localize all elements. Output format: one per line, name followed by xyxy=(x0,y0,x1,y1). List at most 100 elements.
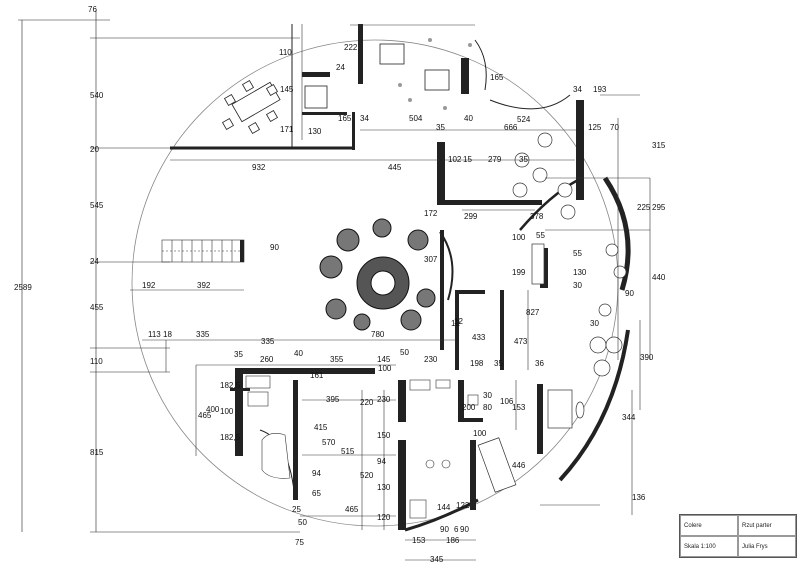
svg-text:222: 222 xyxy=(344,43,358,52)
svg-text:171: 171 xyxy=(280,125,294,134)
svg-text:34: 34 xyxy=(573,85,582,94)
svg-text:415: 415 xyxy=(314,423,328,432)
svg-text:198: 198 xyxy=(470,359,484,368)
svg-text:136: 136 xyxy=(632,493,646,502)
svg-text:780: 780 xyxy=(371,330,385,339)
svg-text:446: 446 xyxy=(512,461,526,470)
svg-text:378: 378 xyxy=(530,212,544,221)
staircase xyxy=(161,239,245,263)
svg-text:24: 24 xyxy=(90,257,99,266)
svg-text:220: 220 xyxy=(360,398,374,407)
svg-text:165: 165 xyxy=(338,114,352,123)
svg-text:35: 35 xyxy=(234,350,243,359)
svg-text:40: 40 xyxy=(464,114,473,123)
svg-text:50: 50 xyxy=(298,518,307,527)
svg-text:130: 130 xyxy=(308,127,322,136)
svg-text:260: 260 xyxy=(260,355,274,364)
svg-text:165: 165 xyxy=(490,73,504,82)
svg-text:545: 545 xyxy=(90,201,104,210)
walls xyxy=(170,24,584,530)
svg-text:345: 345 xyxy=(430,555,444,564)
svg-text:94: 94 xyxy=(377,457,386,466)
svg-text:130: 130 xyxy=(377,483,391,492)
svg-text:94: 94 xyxy=(312,469,321,478)
svg-text:400: 400 xyxy=(206,405,220,414)
svg-text:80: 80 xyxy=(483,403,492,412)
svg-text:192: 192 xyxy=(142,281,156,290)
svg-text:433: 433 xyxy=(472,333,486,342)
svg-text:540: 540 xyxy=(90,91,104,100)
svg-text:524: 524 xyxy=(517,115,531,124)
svg-text:144: 144 xyxy=(437,503,451,512)
svg-text:182,5: 182,5 xyxy=(220,433,241,442)
author-name: Julia Frys xyxy=(738,536,796,557)
title-block: Colere Rzut parter Skala 1:100 Julia Fry… xyxy=(679,514,797,558)
svg-text:100: 100 xyxy=(473,429,487,438)
svg-text:106: 106 xyxy=(500,397,514,406)
svg-text:30: 30 xyxy=(590,319,599,328)
svg-text:455: 455 xyxy=(90,303,104,312)
svg-text:225: 225 xyxy=(637,203,651,212)
svg-text:34: 34 xyxy=(360,114,369,123)
svg-text:125: 125 xyxy=(588,123,602,132)
svg-text:90: 90 xyxy=(460,525,469,534)
svg-text:570: 570 xyxy=(322,438,336,447)
interior-lines xyxy=(130,24,651,561)
svg-text:355: 355 xyxy=(330,355,344,364)
svg-text:145: 145 xyxy=(280,85,294,94)
svg-text:30: 30 xyxy=(573,281,582,290)
svg-text:35: 35 xyxy=(519,155,528,164)
svg-text:172: 172 xyxy=(424,209,438,218)
svg-text:279: 279 xyxy=(488,155,502,164)
svg-text:230: 230 xyxy=(424,355,438,364)
svg-text:35: 35 xyxy=(494,359,503,368)
svg-text:113: 113 xyxy=(148,330,161,339)
svg-text:515: 515 xyxy=(341,447,355,456)
svg-text:932: 932 xyxy=(252,163,266,172)
svg-text:6: 6 xyxy=(454,525,459,534)
svg-text:465: 465 xyxy=(198,411,212,420)
svg-text:75: 75 xyxy=(295,538,304,547)
svg-text:35: 35 xyxy=(436,123,445,132)
svg-text:110: 110 xyxy=(90,357,103,366)
svg-text:40: 40 xyxy=(294,349,303,358)
svg-text:344: 344 xyxy=(622,413,636,422)
svg-text:65: 65 xyxy=(312,489,321,498)
svg-text:90: 90 xyxy=(270,243,279,252)
svg-text:55: 55 xyxy=(573,249,582,258)
svg-text:186: 186 xyxy=(446,536,460,545)
svg-text:24: 24 xyxy=(336,63,345,72)
svg-text:110: 110 xyxy=(279,48,292,57)
svg-text:392: 392 xyxy=(197,281,211,290)
svg-text:445: 445 xyxy=(388,163,402,172)
svg-text:90: 90 xyxy=(440,525,449,534)
svg-text:335: 335 xyxy=(196,330,210,339)
svg-text:299: 299 xyxy=(464,212,478,221)
svg-text:815: 815 xyxy=(90,448,104,457)
svg-text:295: 295 xyxy=(652,203,666,212)
central-lounge xyxy=(319,218,436,331)
svg-text:390: 390 xyxy=(640,353,654,362)
scale-label: Skala 1:100 xyxy=(680,536,738,557)
svg-text:193: 193 xyxy=(593,85,607,94)
svg-text:153: 153 xyxy=(412,536,426,545)
left-dimension-lines xyxy=(18,10,300,533)
svg-text:199: 199 xyxy=(512,268,526,277)
svg-text:2589: 2589 xyxy=(14,283,32,292)
svg-text:12: 12 xyxy=(454,317,463,326)
svg-text:395: 395 xyxy=(326,395,340,404)
svg-text:153: 153 xyxy=(512,403,526,412)
svg-text:12: 12 xyxy=(451,319,460,328)
svg-text:315: 315 xyxy=(652,141,666,150)
svg-text:827: 827 xyxy=(526,308,540,317)
right-seating xyxy=(477,132,627,493)
svg-text:100: 100 xyxy=(220,407,234,416)
svg-text:145: 145 xyxy=(377,355,391,364)
svg-text:122: 122 xyxy=(456,501,470,510)
svg-text:473: 473 xyxy=(514,337,528,346)
svg-text:130: 130 xyxy=(573,268,587,277)
svg-text:230: 230 xyxy=(377,395,391,404)
svg-text:161: 161 xyxy=(310,371,324,380)
svg-text:36: 36 xyxy=(535,359,544,368)
svg-text:15: 15 xyxy=(463,155,472,164)
